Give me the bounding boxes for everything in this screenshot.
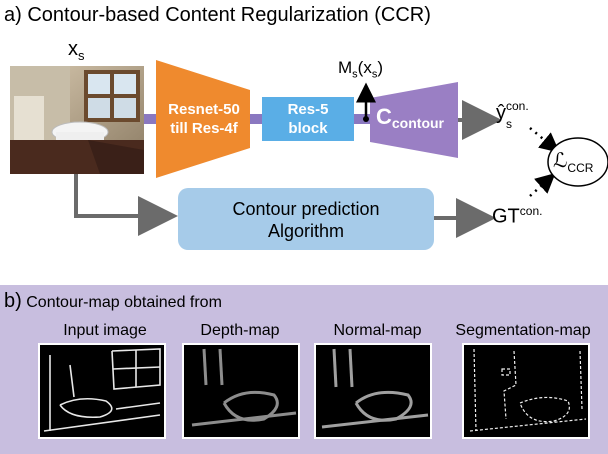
- loss-label: ℒCCR: [553, 148, 593, 175]
- input-label: xs: [68, 38, 85, 63]
- pred-label-sub: s: [506, 117, 512, 131]
- input-image: [10, 66, 144, 174]
- thumb-label-input: Input image: [63, 322, 147, 339]
- thumb-depth-contour: [182, 343, 300, 439]
- algorithm-box: [178, 188, 434, 250]
- feature-label-arg-sub: s: [371, 68, 378, 81]
- feature-label-main: M: [338, 58, 353, 77]
- encoder-block: [156, 60, 250, 178]
- pred-label-main: ŷ: [496, 102, 506, 124]
- thumb-label-segmentation: Segmentation-map: [455, 322, 591, 339]
- res5-label: Res-5 block: [262, 100, 354, 138]
- gt-label: GTcon.: [492, 204, 542, 229]
- encoder-label-line2: till Res-4f: [170, 120, 238, 137]
- loss-circle: [547, 137, 608, 187]
- encoder-label: Resnet-50 till Res-4f: [158, 100, 250, 138]
- algorithm-label: Contour prediction Algorithm: [178, 198, 434, 242]
- panel-a-title: a) Contour-based Content Regularization …: [4, 4, 431, 26]
- res5-label-line2: block: [288, 120, 328, 137]
- pred-label-sup: con.: [506, 99, 529, 113]
- connector-input-encoder: [144, 114, 162, 124]
- panel-b-subtitle: Contour-map obtained from: [26, 294, 222, 311]
- feature-label: Ms(xs): [338, 58, 383, 80]
- algorithm-label-line2: Algorithm: [267, 221, 345, 241]
- thumb-label-normal: Normal-map: [333, 322, 422, 339]
- gt-label-main: GT: [492, 205, 520, 228]
- gt-label-sup: con.: [519, 204, 543, 218]
- head-label-main: C: [376, 104, 392, 129]
- input-label-sub: s: [78, 48, 85, 63]
- panel-b-title: b): [4, 290, 22, 312]
- thumb-label-depth: Depth-map: [200, 322, 280, 339]
- connector-encoder-block: [248, 114, 262, 124]
- thumb-input-contour: [38, 343, 166, 439]
- encoder-label-line1: Resnet-50: [168, 101, 240, 118]
- head-label: Ccontour: [376, 104, 444, 131]
- thumb-segmentation-contour: [462, 343, 590, 439]
- loss-symbol: ℒ: [553, 148, 568, 172]
- feature-label-sub: s: [352, 68, 358, 81]
- loss-sub: CCR: [567, 161, 594, 175]
- res5-label-line1: Res-5: [287, 101, 329, 118]
- pred-to-loss-arrow: [529, 127, 560, 153]
- thumb-normal-contour: [314, 343, 432, 439]
- feature-label-close: ): [377, 58, 384, 77]
- panel-b-header: b) Contour-map obtained from: [4, 290, 222, 313]
- head-label-sub: contour: [391, 115, 444, 132]
- gt-to-loss-arrow: [529, 172, 556, 197]
- feature-dot: [363, 116, 369, 122]
- input-to-algo-arrow: [74, 174, 178, 236]
- algorithm-label-line1: Contour prediction: [232, 199, 380, 219]
- input-label-main: x: [68, 38, 78, 60]
- feature-label-arg: (x: [357, 58, 372, 77]
- contour-head: [370, 82, 458, 158]
- res5-block: [262, 97, 354, 141]
